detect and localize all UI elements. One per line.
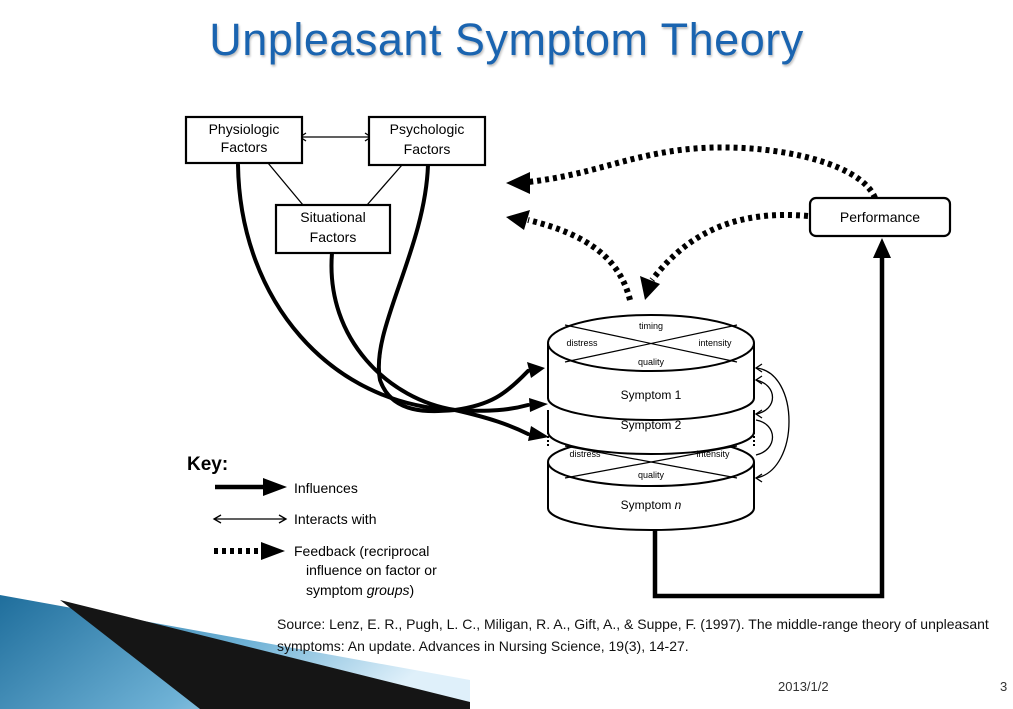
physiologic-box: Physiologic Factors <box>184 115 304 165</box>
feedback-curve-performance-top <box>527 144 878 200</box>
situational-line-1: Situational <box>300 209 365 225</box>
influence-arrowheads <box>527 362 549 441</box>
psychologic-line-1: Psychologic <box>390 121 465 137</box>
performance-influence-line <box>652 255 885 599</box>
feedback-arrows <box>527 144 878 301</box>
key-interacts-arrow <box>212 514 288 524</box>
factor-interaction-lines <box>267 132 403 206</box>
influence-arrows <box>236 163 530 436</box>
situational-box: Situational Factors <box>274 203 392 255</box>
psychologic-line-2: Factors <box>404 141 451 157</box>
symptom-n-label: Symptom n <box>621 498 682 512</box>
top-disk-dimensions <box>564 324 738 363</box>
key-feedback-line-2: influence on factor or <box>306 562 437 578</box>
feedback-arrowheads <box>506 172 660 300</box>
performance-arrowhead <box>873 238 891 258</box>
bottom-disk-dimensions <box>564 445 738 479</box>
psychologic-box: Psychologic Factors <box>367 115 487 167</box>
key-feedback-line-1: Feedback (recriprocal <box>294 543 429 559</box>
bottom-distress-label: distress <box>569 449 601 459</box>
key-feedback-arrow <box>214 542 285 560</box>
feedback-curve-performance-mid <box>649 212 809 282</box>
top-timing-label: timing <box>639 321 663 331</box>
top-quality-label: quality <box>638 357 665 367</box>
key-heading: Key: <box>187 454 228 475</box>
symptom-interaction-arrows <box>754 363 790 483</box>
situational-line-2: Factors <box>310 229 357 245</box>
top-intensity-label: intensity <box>698 338 732 348</box>
influence-curve-situational <box>329 251 457 412</box>
influence-curve-psychologic <box>376 163 457 414</box>
influence-curve-physiologic <box>236 163 457 412</box>
bottom-quality-label: quality <box>638 470 665 480</box>
physiologic-line-2: Factors <box>221 139 268 155</box>
key-interacts-label: Interacts with <box>294 511 376 527</box>
slide-date: 2013/1/2 <box>778 679 829 694</box>
bottom-intensity-label: intensity <box>696 449 730 459</box>
physiologic-line-1: Physiologic <box>209 121 280 137</box>
key-influences-label: Influences <box>294 480 358 496</box>
symptom-1-label: Symptom 1 <box>621 388 682 402</box>
symptom-2-label: Symptom 2 <box>621 418 682 432</box>
slide-title: Unpleasant Symptom Theory <box>209 14 804 65</box>
performance-label: Performance <box>840 209 920 225</box>
stack-continuation-dots <box>547 420 755 448</box>
top-distress-label: distress <box>566 338 598 348</box>
source-citation: Source: Lenz, E. R., Pugh, L. C., Miliga… <box>277 616 989 654</box>
page-number: 3 <box>1000 679 1008 694</box>
key-feedback-line-3: symptom groups) <box>306 582 414 598</box>
key-influences-arrow <box>215 478 287 496</box>
banner-dark-stripe <box>60 600 470 709</box>
performance-box: Performance <box>808 196 952 238</box>
feedback-curve-symptoms-left <box>527 217 633 301</box>
